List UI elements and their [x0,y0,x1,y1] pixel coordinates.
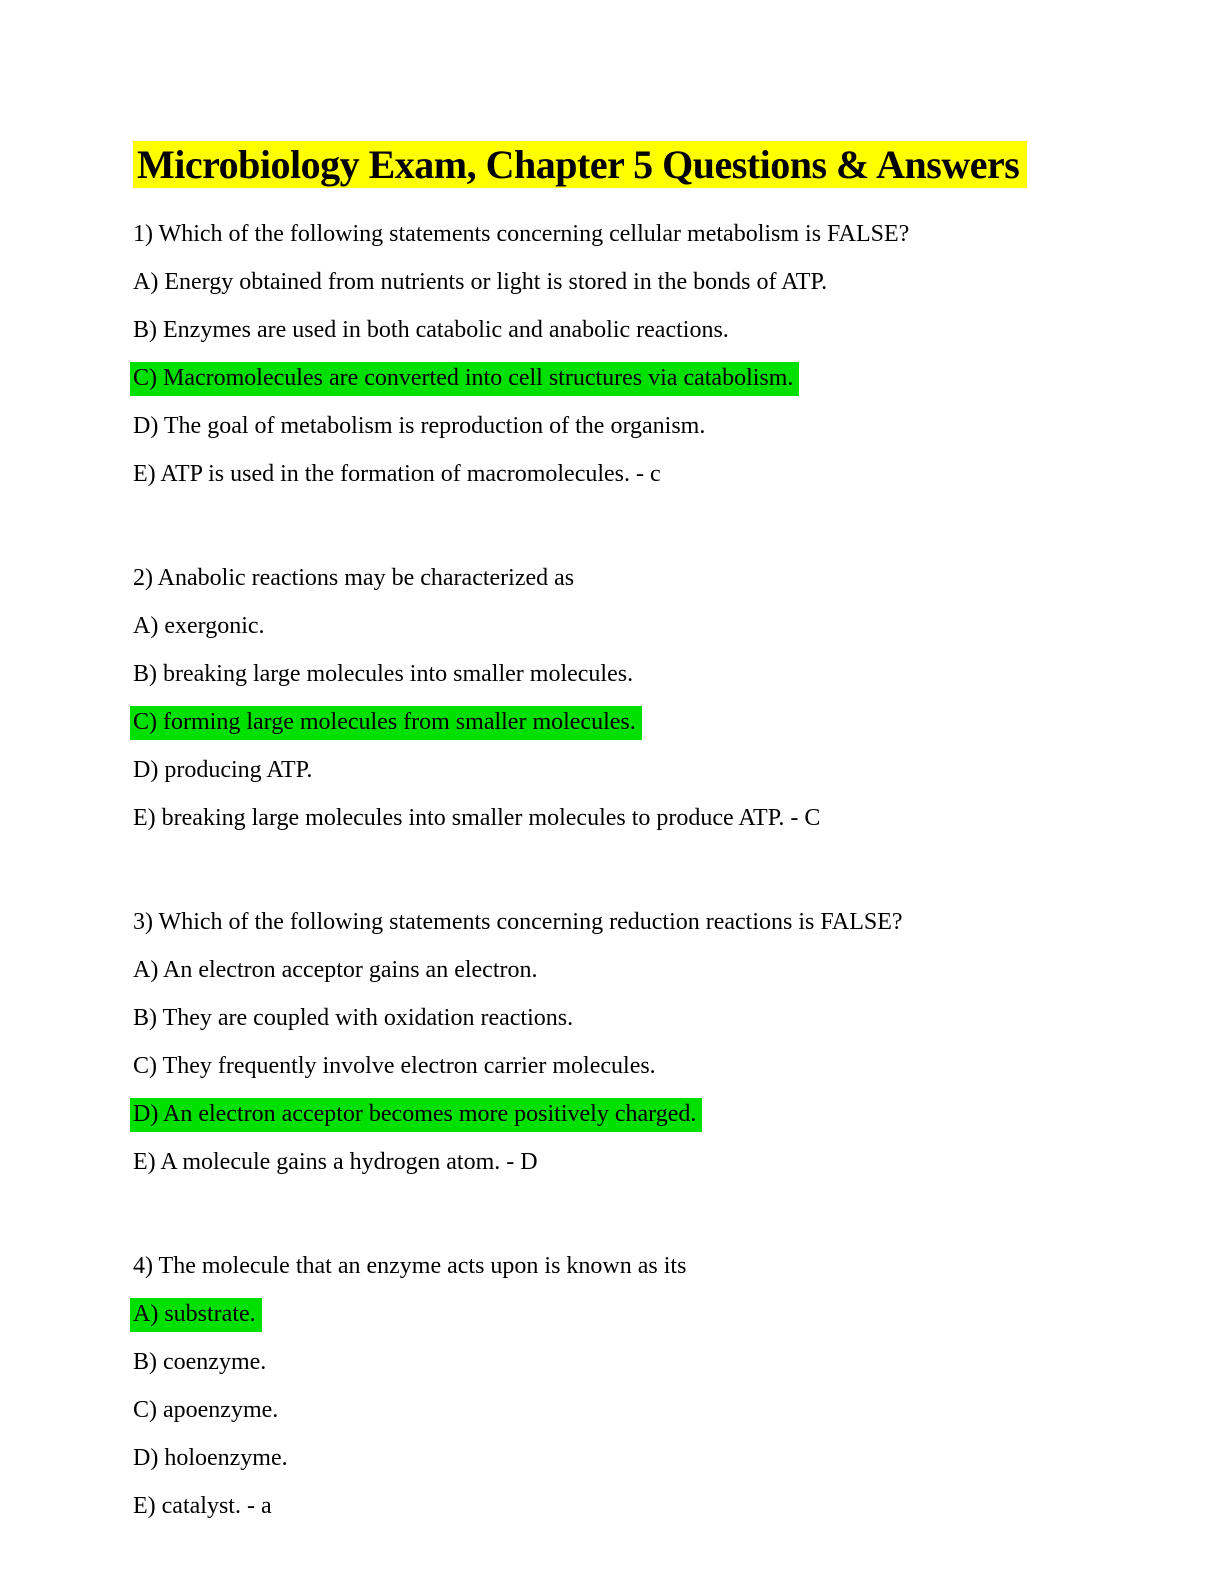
answer-text: A) exergonic. [133,613,265,639]
question-block: 3) Which of the following statements con… [130,898,1164,1186]
question-prompt: 4) The molecule that an enzyme acts upon… [133,1253,687,1279]
answer-text: B) breaking large molecules into smaller… [133,661,634,687]
answer-text: D) holoenzyme. [133,1445,288,1471]
question-prompt: 3) Which of the following statements con… [133,909,903,935]
question-block: 4) The molecule that an enzyme acts upon… [130,1242,1164,1530]
answer-option: C) They frequently involve electron carr… [133,1042,1164,1090]
answer-option: E) breaking large molecules into smaller… [133,794,1164,842]
answer-text: D) producing ATP. [133,757,313,783]
answer-text: E) breaking large molecules into smaller… [133,805,821,831]
answer-option: A) An electron acceptor gains an electro… [133,946,1164,994]
answer-option: D) An electron acceptor becomes more pos… [130,1090,1164,1138]
answer-option: E) ATP is used in the formation of macro… [133,450,1164,498]
answer-option: C) forming large molecules from smaller … [130,698,1164,746]
answer-text: E) A molecule gains a hydrogen atom. - D [133,1149,538,1175]
answer-text: A) An electron acceptor gains an electro… [133,957,538,983]
answer-option: C) apoenzyme. [133,1386,1164,1434]
question-prompt: 1) Which of the following statements con… [133,221,910,247]
answer-option: D) The goal of metabolism is reproductio… [133,402,1164,450]
questions: 1) Which of the following statements con… [130,210,1164,1530]
answer-option: A) Energy obtained from nutrients or lig… [133,258,1164,306]
answer-text: B) coenzyme. [133,1349,267,1375]
page-title: Microbiology Exam, Chapter 5 Questions &… [133,141,1028,188]
answer-option: E) A molecule gains a hydrogen atom. - D [133,1138,1164,1186]
answer-text: A) Energy obtained from nutrients or lig… [133,269,828,295]
answer-option: B) breaking large molecules into smaller… [133,650,1164,698]
highlighted-answer: C) Macromolecules are converted into cel… [130,362,800,396]
answer-option: B) They are coupled with oxidation react… [133,994,1164,1042]
answer-option: E) catalyst. - a [133,1482,1164,1530]
question-prompt: 2) Anabolic reactions may be characteriz… [133,565,575,591]
answer-option: D) producing ATP. [133,746,1164,794]
question-block: 1) Which of the following statements con… [130,210,1164,498]
answer-option: B) Enzymes are used in both catabolic an… [133,306,1164,354]
highlighted-answer: D) An electron acceptor becomes more pos… [130,1098,703,1132]
answer-text: B) Enzymes are used in both catabolic an… [133,317,729,343]
answer-text: C) apoenzyme. [133,1397,279,1423]
answer-text: E) ATP is used in the formation of macro… [133,461,661,487]
highlighted-answer: C) forming large molecules from smaller … [130,706,642,740]
answer-text: C) They frequently involve electron carr… [133,1053,656,1079]
answer-option: C) Macromolecules are converted into cel… [130,354,1164,402]
answer-option: B) coenzyme. [133,1338,1164,1386]
document-content: Microbiology Exam, Chapter 5 Questions &… [130,141,1164,1530]
answer-text: E) catalyst. - a [133,1493,272,1519]
highlighted-answer: A) substrate. [130,1298,262,1332]
answer-text: D) The goal of metabolism is reproductio… [133,413,706,439]
answer-option: A) exergonic. [133,602,1164,650]
answer-text: B) They are coupled with oxidation react… [133,1005,574,1031]
question-block: 2) Anabolic reactions may be characteriz… [130,554,1164,842]
answer-option: A) substrate. [130,1290,1164,1338]
answer-option: D) holoenzyme. [133,1434,1164,1482]
